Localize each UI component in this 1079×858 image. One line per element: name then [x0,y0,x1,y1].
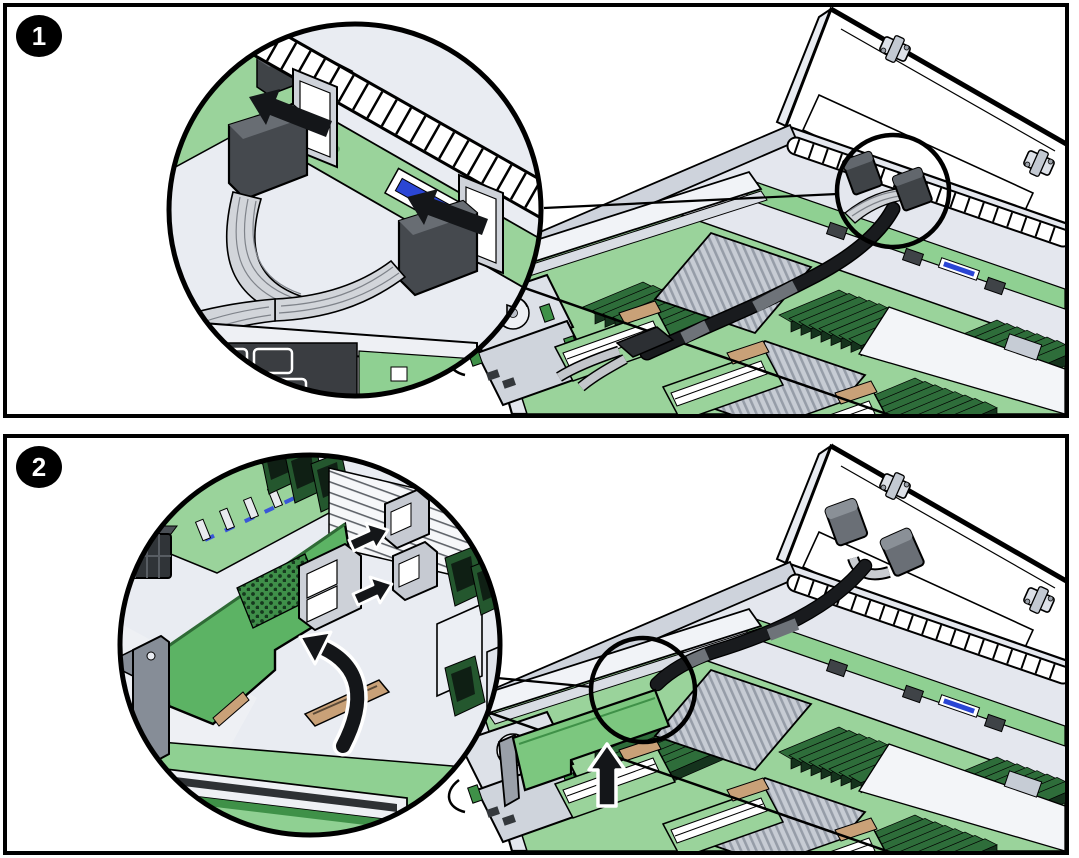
card-edge-fingers [212,691,250,727]
step-number-badge: 2 [16,446,62,488]
step-panel-1: 1 [3,3,1069,418]
power-connector [122,525,178,579]
hba-card-location-circle [588,635,698,745]
cable-detach-arrow-lower-icon [351,575,394,607]
rotate-up-arrow-icon [298,630,368,757]
callout-circle [166,21,544,399]
dimm-bank [444,545,500,717]
backplane-cable-connection-circle [834,132,952,250]
dimm-slots [204,490,308,542]
callout-leader-line [543,192,838,210]
magnified-hba-card-removal [98,455,500,835]
step1-illustration [166,7,1065,414]
callout-circle [117,452,503,838]
fan-bay [169,342,358,396]
screw-icon [98,641,108,651]
step2-illustration [98,438,1065,851]
lift-up-arrow-icon [587,742,627,808]
backplane-cable-connection [841,150,933,224]
step-panel-2: 2 [3,434,1069,855]
step-number-badge: 1 [16,15,62,57]
pcie-hba-card [511,688,671,792]
pcie-hba-card [165,521,362,727]
sas-cable [556,201,901,392]
server-illustration [449,446,1065,851]
cable-detach-arrow-upper-icon [347,521,390,553]
disconnect-arrow-lower-right-icon [407,189,488,235]
disconnect-arrow-upper-left-icon [249,89,332,137]
card-bracket [498,733,520,808]
detached-sas-cable [649,497,925,692]
callout-leader-line [496,676,593,689]
hba-card-main-view [498,688,671,808]
